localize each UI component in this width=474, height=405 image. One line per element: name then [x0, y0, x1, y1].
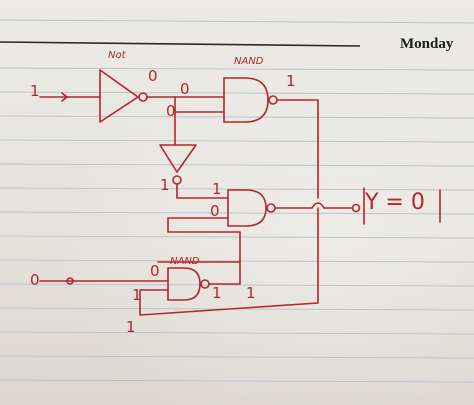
not-gate-bubble	[138, 92, 148, 102]
input-b-node	[66, 277, 74, 285]
nand3-bubble	[200, 279, 210, 289]
nand2-bubble	[266, 203, 276, 213]
output-result: Y = 0	[365, 190, 425, 215]
nand-bottom-label: NAND	[170, 256, 200, 267]
nand2-in-b-value: 0	[210, 202, 220, 220]
nand1-bubble	[268, 95, 278, 105]
buffer-out-wire	[176, 183, 229, 199]
not-gate	[99, 69, 139, 123]
nand2-gate	[227, 189, 267, 227]
nand2-lower-input	[167, 217, 241, 233]
input-b-value-2: 0	[150, 262, 160, 280]
input-a-value: 1	[30, 82, 40, 100]
buffer-gate	[159, 144, 197, 173]
nand1-out-value: 1	[286, 72, 296, 90]
nand3-in-value: 1	[132, 286, 142, 304]
nand1-gate	[223, 77, 269, 123]
wire-crossing	[311, 202, 325, 209]
output-node	[351, 203, 361, 213]
not-out-value: 0	[148, 67, 158, 85]
tap-b-value: 0	[166, 102, 176, 120]
day-label: Monday	[400, 36, 454, 52]
tap-a-value: 0	[180, 80, 190, 98]
input-b-value-1: 0	[30, 271, 40, 289]
header-rule	[0, 41, 361, 47]
main-vertical-wire	[139, 207, 319, 316]
bottom-wire-value: 1	[126, 318, 136, 336]
not-gate-label: Not	[108, 50, 127, 61]
buffer-out-value: 1	[160, 176, 170, 194]
nand1-output-wire	[276, 99, 319, 199]
nand2-in-a-value: 1	[212, 180, 222, 198]
nand3-out-value: 1	[212, 284, 222, 302]
nand3-gate	[167, 267, 201, 301]
buffer-bubble	[172, 175, 182, 185]
nand3-feed-value: 1	[246, 284, 256, 302]
nand-top-label: NAND	[234, 56, 264, 67]
input-a-arrow	[61, 92, 68, 102]
nand3-output-wire	[208, 261, 241, 285]
